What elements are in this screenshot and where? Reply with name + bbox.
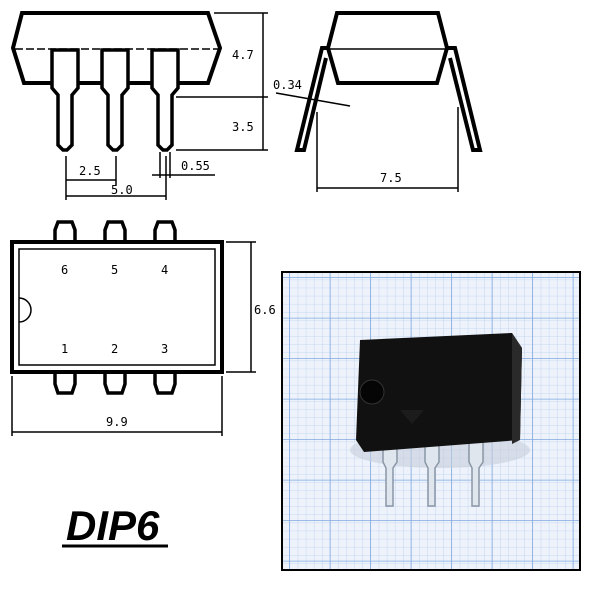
dim-span: 5.0 <box>111 183 133 197</box>
package-label: DIP6 <box>66 502 160 549</box>
dim-lead-width: 0.55 <box>181 159 210 173</box>
end-body <box>325 11 450 85</box>
dim-pitch: 2.5 <box>79 164 101 178</box>
dim-body-height: 4.7 <box>232 48 254 62</box>
pin-label-1: 1 <box>61 342 68 356</box>
photo-pin1-dot <box>359 379 385 405</box>
end-lead-left <box>294 46 330 152</box>
dim-lead-length: 3.5 <box>232 120 254 134</box>
top-body <box>10 240 224 374</box>
pin1-notch <box>18 297 32 323</box>
top-view: 6 5 4 1 2 3 6.6 9.9 <box>10 220 276 436</box>
pin-label-4: 4 <box>161 263 168 277</box>
dim-length: 9.9 <box>106 415 128 429</box>
end-lead-right <box>445 46 483 152</box>
dim-width: 6.6 <box>254 303 276 317</box>
dim-row-spacing: 7.5 <box>380 171 402 185</box>
pin-label-6: 6 <box>61 263 68 277</box>
photo-logo-mark <box>400 410 424 424</box>
pin-label-2: 2 <box>111 342 118 356</box>
pin-label-5: 5 <box>111 263 118 277</box>
pin-label-3: 3 <box>161 342 168 356</box>
top-pins-upper <box>53 220 177 243</box>
dim-lead-thickness: 0.34 <box>273 78 302 92</box>
photo-chip-body <box>356 333 522 452</box>
end-view: 0.34 7.5 <box>273 11 483 192</box>
package-photo <box>281 271 581 571</box>
side-pins <box>50 48 180 152</box>
top-pins-lower <box>53 371 177 395</box>
side-view: 4.7 3.5 2.5 5.0 0.55 <box>10 11 268 200</box>
